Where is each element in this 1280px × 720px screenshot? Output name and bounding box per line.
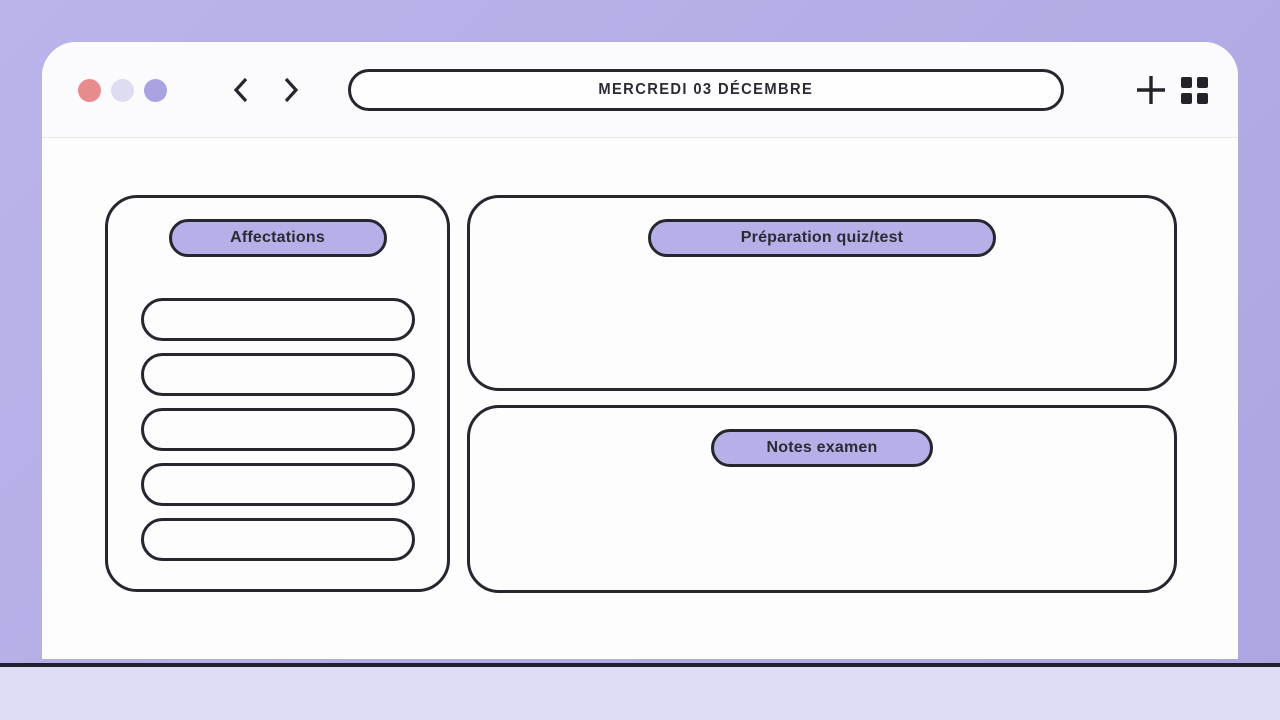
- grid-icon: [1181, 76, 1192, 88]
- empty-slot[interactable]: [141, 518, 415, 561]
- apps-grid-button[interactable]: [1181, 76, 1208, 104]
- chevron-left-icon: [233, 77, 248, 103]
- assignment-slots: [141, 298, 415, 561]
- assignments-header-pill: Affectations: [168, 219, 387, 257]
- exam-notes-header-pill: Notes examen: [711, 429, 933, 467]
- chevron-right-icon: [284, 77, 299, 103]
- exam-notes-label: Notes examen: [766, 439, 878, 456]
- footer-strip: [0, 663, 1280, 720]
- traffic-lights: [78, 79, 167, 102]
- back-button[interactable]: [228, 76, 254, 104]
- address-bar[interactable]: MERCREDI 03 DÉCEMBRE: [348, 69, 1064, 111]
- quiz-prep-panel: Préparation quiz/test: [467, 195, 1177, 391]
- nav-arrows: [228, 76, 304, 104]
- close-button[interactable]: [78, 79, 101, 102]
- empty-slot[interactable]: [141, 463, 415, 506]
- grid-icon: [1197, 92, 1208, 104]
- exam-notes-panel: Notes examen: [467, 405, 1177, 593]
- title-bar: MERCREDI 03 DÉCEMBRE: [42, 42, 1238, 138]
- quiz-prep-label: Préparation quiz/test: [740, 229, 904, 246]
- quiz-prep-header-pill: Préparation quiz/test: [648, 219, 996, 257]
- empty-slot[interactable]: [141, 353, 415, 396]
- plus-icon: [1137, 76, 1165, 104]
- assignments-panel: Affectations: [105, 195, 450, 592]
- grid-icon: [1181, 92, 1192, 104]
- empty-slot[interactable]: [141, 408, 415, 451]
- planner-content: Affectations Préparation quiz/test Notes…: [42, 138, 1238, 658]
- minimize-button[interactable]: [111, 79, 134, 102]
- browser-window: MERCREDI 03 DÉCEMBRE Affectations: [42, 42, 1238, 659]
- empty-slot[interactable]: [141, 298, 415, 341]
- maximize-button[interactable]: [144, 79, 167, 102]
- assignments-label: Affectations: [230, 229, 325, 246]
- address-bar-title: MERCREDI 03 DÉCEMBRE: [598, 81, 814, 98]
- new-tab-button[interactable]: [1135, 74, 1167, 106]
- forward-button[interactable]: [278, 76, 304, 104]
- chrome-right-controls: [1135, 74, 1208, 106]
- grid-icon: [1197, 76, 1208, 88]
